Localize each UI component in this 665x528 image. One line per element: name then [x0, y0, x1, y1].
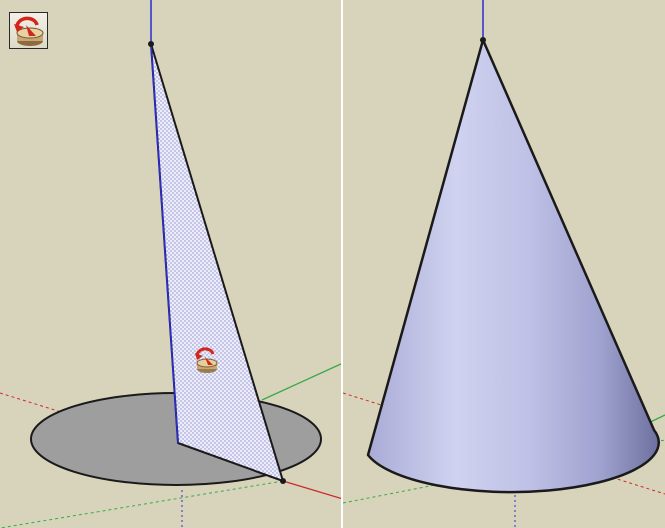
left-scene: [0, 0, 343, 528]
right-scene: [343, 0, 665, 528]
follow-me-icon: [11, 14, 47, 48]
base-corner-point: [280, 478, 286, 484]
cone-apex: [480, 37, 486, 43]
viewport-left[interactable]: [0, 0, 343, 528]
follow-me-tool-button[interactable]: [9, 12, 48, 49]
apex-point: [148, 41, 154, 47]
viewport-right[interactable]: [343, 0, 665, 528]
